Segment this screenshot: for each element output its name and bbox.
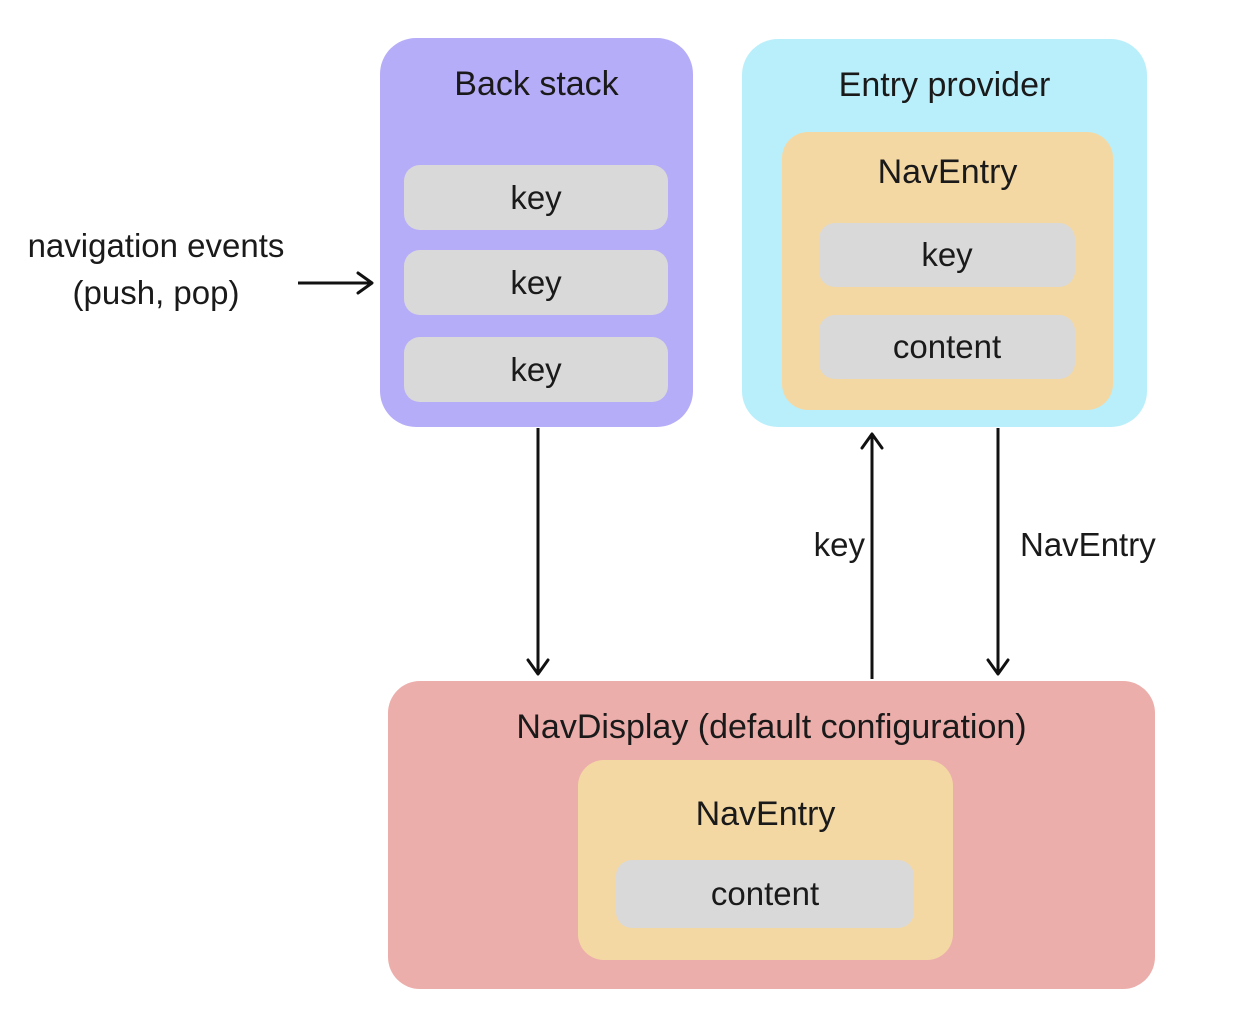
navigation-events-line2: (push, pop) <box>72 274 240 311</box>
entry-provider-naventry-title: NavEntry <box>877 153 1018 191</box>
navigation-events-line1: navigation events <box>27 227 285 264</box>
nav-display-content-pill: content <box>616 860 914 928</box>
nav-display-box: NavDisplay (default configuration) NavEn… <box>388 681 1155 989</box>
back-stack-key-pill: key <box>404 250 668 315</box>
entry-provider-box: Entry provider NavEntry key content <box>742 39 1147 427</box>
nav-display-title: NavDisplay (default configuration) <box>516 708 1027 746</box>
entry-provider-title: Entry provider <box>838 66 1051 104</box>
entry-provider-content-pill: content <box>819 315 1075 379</box>
back-stack-title: Back stack <box>454 65 619 103</box>
key-arrow-label: key <box>813 526 865 563</box>
back-stack-key-pill: key <box>404 337 668 402</box>
entry-provider-key-pill: key <box>819 223 1075 287</box>
navigation-events-label: navigation events (push, pop) <box>10 222 302 316</box>
back-stack-box: Back stack key key key <box>380 38 693 427</box>
back-stack-key-pill: key <box>404 165 668 230</box>
nav-display-naventry-box: NavEntry content <box>578 760 953 960</box>
naventry-arrow-label: NavEntry <box>1020 526 1156 563</box>
nav-display-naventry-title: NavEntry <box>695 795 836 833</box>
entry-provider-naventry-box: NavEntry key content <box>782 132 1113 410</box>
